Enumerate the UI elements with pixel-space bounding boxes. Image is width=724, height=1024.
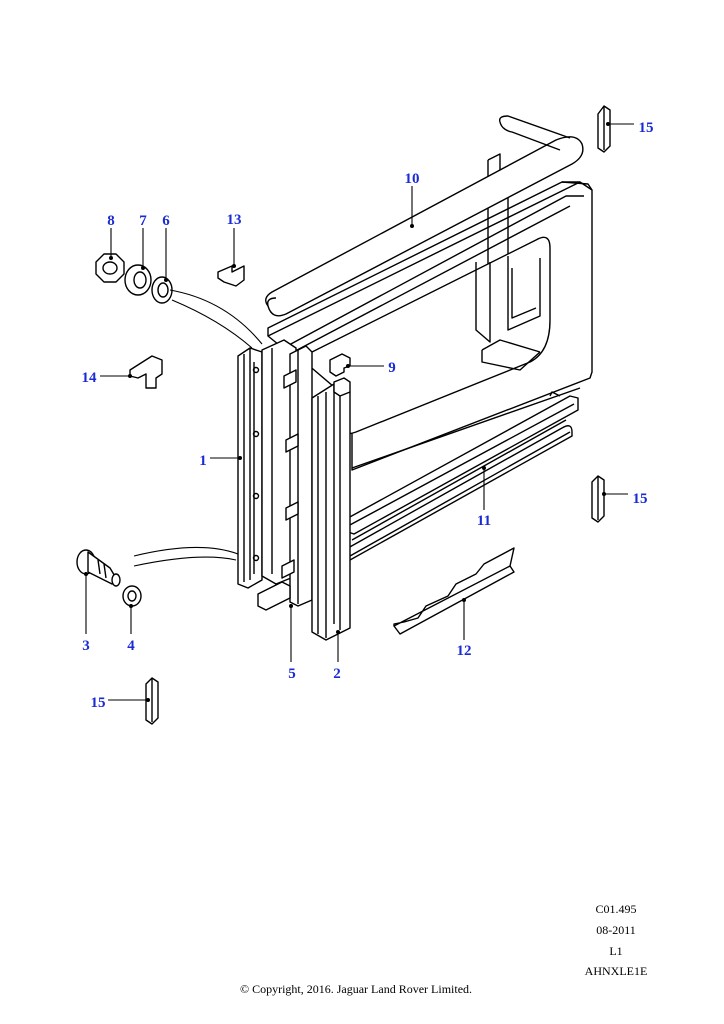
callout-11[interactable]: 11 (477, 513, 491, 529)
diagram-level: L1 (609, 944, 623, 958)
callout-labels: 8 7 6 13 10 15 9 14 1 11 15 3 4 5 2 12 1… (82, 120, 654, 711)
copyright: © Copyright, 2016. Jaguar Land Rover Lim… (239, 982, 473, 996)
part-8-nut (95, 253, 125, 283)
callout-9[interactable]: 9 (388, 360, 396, 376)
callout-5[interactable]: 5 (288, 666, 296, 682)
callout-15-mid[interactable]: 15 (633, 491, 648, 507)
part-15-pad-top (597, 105, 611, 153)
part-2-channel (311, 377, 351, 641)
callout-4[interactable]: 4 (127, 638, 135, 654)
studs (281, 369, 299, 579)
callout-15-top[interactable]: 15 (639, 120, 654, 136)
part-11-bottom-seal (347, 425, 573, 561)
part-9-clip (329, 353, 351, 377)
callout-1[interactable]: 1 (199, 453, 207, 469)
part-1-channel (237, 347, 263, 589)
part-5-channel (252, 339, 313, 611)
side-window-frame (267, 153, 593, 541)
part-13-bracket (217, 265, 245, 287)
diagram-ref: C01.495 (595, 902, 637, 916)
part-12-strip (393, 547, 515, 635)
callout-12[interactable]: 12 (457, 643, 472, 659)
callout-10[interactable]: 10 (405, 171, 420, 187)
callout-6[interactable]: 6 (162, 213, 170, 229)
leader-lines (84, 122, 634, 702)
callout-3[interactable]: 3 (82, 638, 90, 654)
callout-15-bottom[interactable]: 15 (91, 695, 106, 711)
part-10-top-seal (265, 115, 584, 317)
callout-7[interactable]: 7 (139, 213, 147, 229)
part-7-washer (124, 264, 152, 296)
diagram-code: AHNXLE1E (584, 964, 648, 978)
callout-14[interactable]: 14 (82, 370, 98, 386)
diagram-date: 08-2011 (596, 923, 636, 937)
callout-13[interactable]: 13 (227, 212, 242, 228)
part-3-bolt (76, 549, 121, 587)
part-15-pad-mid (591, 475, 605, 523)
callout-8[interactable]: 8 (107, 213, 115, 229)
callout-2[interactable]: 2 (333, 666, 341, 682)
part-4-washer (122, 585, 142, 607)
part-14-bracket (129, 355, 163, 389)
part-6-spring-washer (151, 276, 173, 304)
part-15-pad-bottom (145, 677, 159, 725)
